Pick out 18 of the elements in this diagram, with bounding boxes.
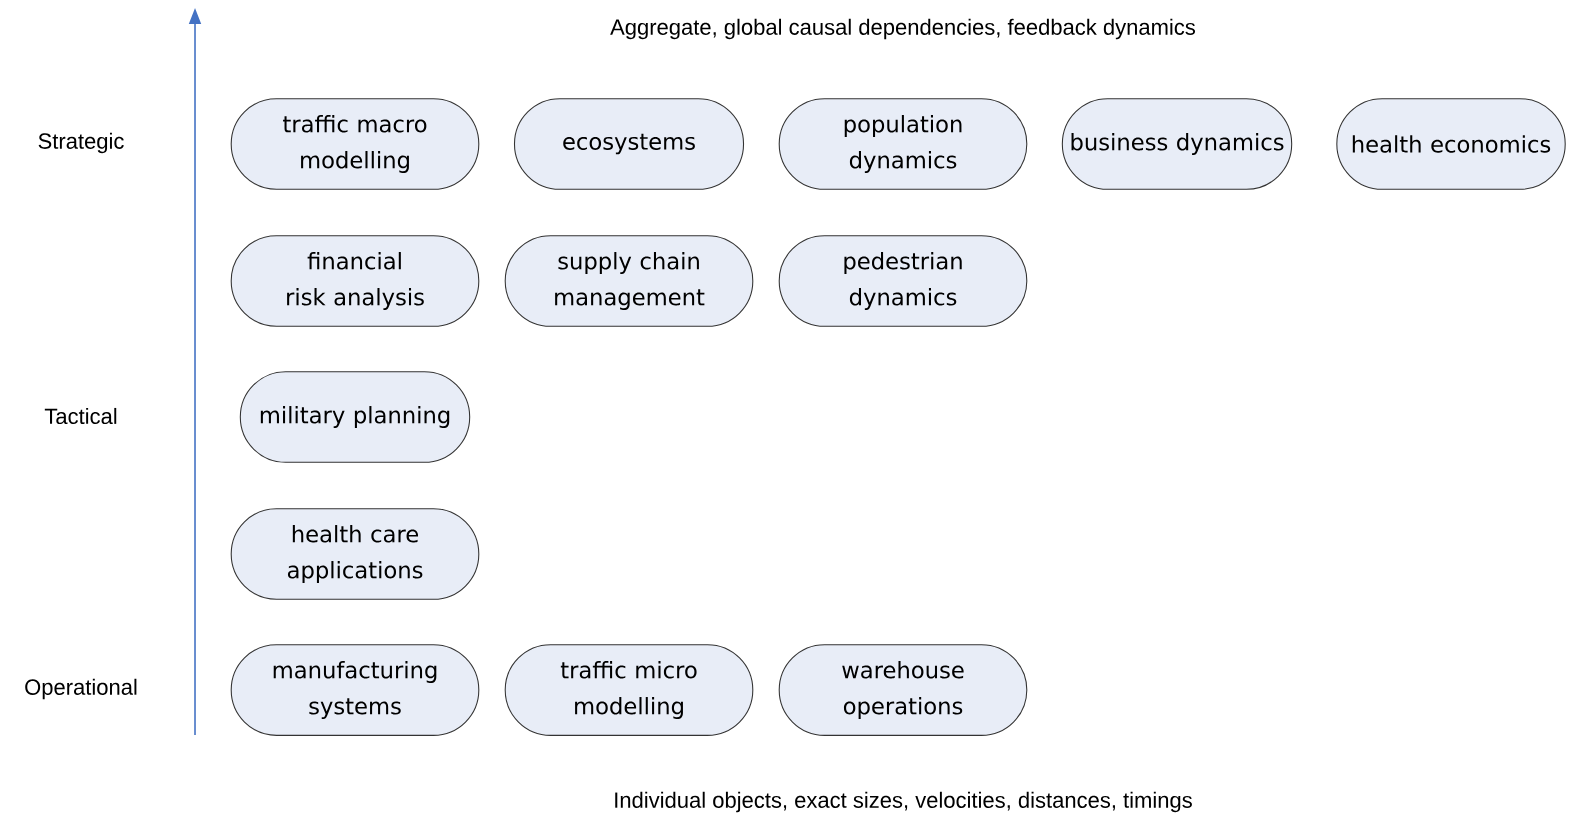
rounded-box: health economics: [1336, 98, 1566, 190]
axis-level-label: Operational: [25, 678, 137, 700]
top-caption: Aggregate, global causal dependencies, feedback dynamics: [610, 18, 1195, 40]
rounded-box: financial risk analysis: [230, 235, 480, 327]
rounded-box: traffic macro modelling: [230, 98, 480, 190]
bottom-caption: Individual objects, exact sizes, velocities, distances, timings: [615, 791, 1192, 813]
rounded-box: manufacturing systems: [230, 644, 480, 736]
rounded-box: population dynamics: [778, 98, 1028, 190]
axis-level-label: Tactical: [44, 407, 117, 425]
rounded-box: traffic micro modelling: [504, 644, 754, 736]
rounded-box: pedestrian dynamics: [778, 235, 1028, 327]
rounded-box: warehouse operations: [778, 644, 1028, 736]
rounded-box: business dynamics: [1061, 98, 1293, 190]
rounded-box: supply chain management: [504, 235, 754, 327]
axis-level-label: Strategic: [38, 132, 124, 154]
rounded-box: military planning: [239, 371, 471, 463]
rounded-box: ecosystems: [513, 98, 745, 190]
rounded-box: health care applications: [230, 508, 480, 600]
